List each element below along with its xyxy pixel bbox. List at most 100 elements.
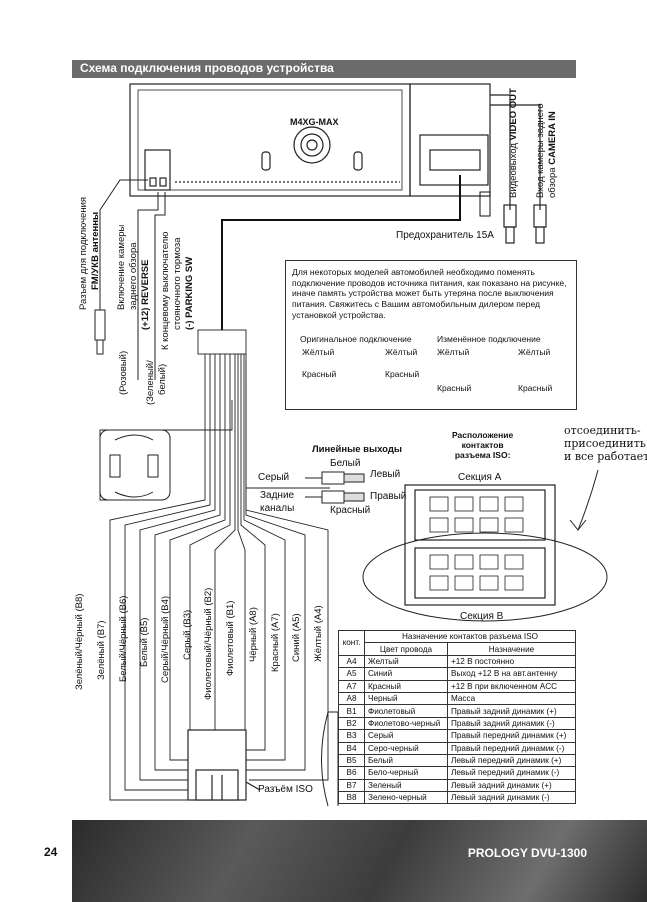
cell-contact: B8 xyxy=(338,791,365,805)
camera-in-label-1: Вход камеры заднего xyxy=(535,103,546,198)
cell-purpose: Правый задний динамик (-) xyxy=(446,716,577,731)
camera-in-label-2: обзора CAMERA IN xyxy=(547,111,558,198)
wire-label-a4: Жёлтый (A4) xyxy=(313,605,324,662)
product-name: PROLOGY DVU-1300 xyxy=(467,846,587,860)
note-chg-yellow-left: Жёлтый xyxy=(437,347,470,357)
note-original-title: Оригинальное подключение xyxy=(300,334,412,344)
cell-contact: B5 xyxy=(338,753,365,768)
reverse-label-2: заднего обзора xyxy=(128,242,139,310)
cell-purpose: Левый передний динамик (-) xyxy=(446,766,577,780)
line-out-gray: Серый xyxy=(258,472,290,483)
wire-label-b6: Белый/Чёрный (B6) xyxy=(118,595,129,682)
cell-color: Зелено-черный xyxy=(364,791,448,805)
iso-layout xyxy=(404,484,556,606)
cell-purpose: Правый задний динамик (+) xyxy=(446,704,577,718)
cell-contact: B6 xyxy=(338,766,365,780)
green-white-label-1: (Зеленый/ xyxy=(145,360,156,405)
antenna-label-1: Разъем для подключения xyxy=(78,196,89,310)
iso-connector-label: Разъём ISO xyxy=(258,784,313,795)
cell-purpose: +12 В постоянно xyxy=(446,654,577,669)
power-note: Для некоторых моделей автомобилей необхо… xyxy=(285,260,577,410)
parking-label-1: К концевому выключателю xyxy=(160,231,171,350)
col-purpose: Назначение xyxy=(446,642,577,656)
cell-contact: A5 xyxy=(338,667,365,681)
cell-purpose: Правый передний динамик (+) xyxy=(446,729,577,743)
line-out-rear-2: каналы xyxy=(260,503,295,514)
cell-contact: A7 xyxy=(338,679,365,693)
line-out-plugs xyxy=(305,471,365,504)
iso-pin-table: конт. Назначение контактов разъема ISO Ц… xyxy=(338,629,577,805)
iso-layout-title: Расположение контактов разъема ISO: xyxy=(452,430,514,460)
iso-plug xyxy=(187,729,261,801)
cell-color: Серый xyxy=(364,729,448,743)
parking-label-3: (-) PARKING SW xyxy=(184,256,195,330)
pink-label: (Розовый) xyxy=(118,350,129,395)
note-changed-title: Изменённое подключение xyxy=(437,334,541,344)
cell-color: Синий xyxy=(364,667,448,681)
line-out-white: Белый xyxy=(330,458,361,469)
cell-purpose: Левый задний динамик (-) xyxy=(446,791,577,805)
handwritten-note: отсоединить- присоединить и все работает xyxy=(564,424,647,463)
cell-purpose: Правый передний динамик (-) xyxy=(446,741,577,755)
note-chg-red-left: Красный xyxy=(437,383,472,393)
cell-color: Бело-черный xyxy=(364,766,448,780)
main-harness xyxy=(221,175,491,330)
wire-label-b5: Белый (B5) xyxy=(139,617,150,667)
antenna-label-2: FM/УКВ антенны xyxy=(90,211,101,290)
wire-label-a5: Синий (A5) xyxy=(291,613,302,662)
section-b-label: Секция B xyxy=(460,611,504,622)
head-unit xyxy=(129,83,491,197)
cell-contact: B2 xyxy=(338,716,365,731)
cell-color: Серо-черный xyxy=(364,741,448,755)
video-cables xyxy=(490,94,547,244)
note-text: Для некоторых моделей автомобилей необхо… xyxy=(292,267,567,320)
cell-purpose: Левый передний динамик (+) xyxy=(446,753,577,768)
line-out-rear-1: Задние xyxy=(260,490,295,501)
cell-contact: B4 xyxy=(338,741,365,755)
section-header: Схема подключения проводов устройства xyxy=(72,60,576,78)
table-title: Назначение контактов разъема ISO xyxy=(364,629,576,644)
rca-loop xyxy=(99,429,171,501)
note-orig-red-right: Красный xyxy=(385,369,420,379)
col-contact: конт. xyxy=(338,630,365,656)
reverse-label-3: (+12) REVERSE xyxy=(140,259,151,331)
wire-label-b7: Зелёный (B7) xyxy=(96,620,107,680)
wire-label-a8: Чёрный (A8) xyxy=(248,607,259,662)
wire-label-b8: Зелёный/Чёрный (B8) xyxy=(74,593,85,690)
cell-color: Зеленый xyxy=(364,778,448,793)
model-label: M4XG-MAX xyxy=(290,117,339,127)
cell-purpose: Левый задний динамик (+) xyxy=(446,778,577,793)
green-white-label-2: белый) xyxy=(157,363,168,395)
cell-color: Черный xyxy=(364,691,448,706)
wire-label-b1: Фиолетовый (B1) xyxy=(225,600,236,676)
cell-purpose: Выход +12 В на авт.антенну xyxy=(446,667,577,681)
video-out-label: Видеовыход VIDEO OUT xyxy=(508,88,519,198)
section-a-label: Секция A xyxy=(458,472,502,483)
wire-label-b2: Фиолетовый/Чёрный (B2) xyxy=(203,587,214,700)
wire-label-b3: Серый (B3) xyxy=(182,609,193,660)
note-chg-red-right: Красный xyxy=(518,383,553,393)
cell-contact: B3 xyxy=(338,729,365,743)
cell-color: Желтый xyxy=(364,654,448,669)
page-number: 24 xyxy=(44,845,58,859)
cell-color: Фиолетовый xyxy=(364,704,448,718)
note-orig-red-left: Красный xyxy=(302,369,337,379)
cell-contact: A4 xyxy=(338,654,365,669)
col-color: Цвет провода xyxy=(364,642,448,656)
line-out-red: Красный xyxy=(330,505,371,516)
cell-contact: B1 xyxy=(338,704,365,718)
line-out-title: Линейные выходы xyxy=(312,444,402,455)
cell-purpose: +12 В при включенном ACC xyxy=(446,679,577,693)
